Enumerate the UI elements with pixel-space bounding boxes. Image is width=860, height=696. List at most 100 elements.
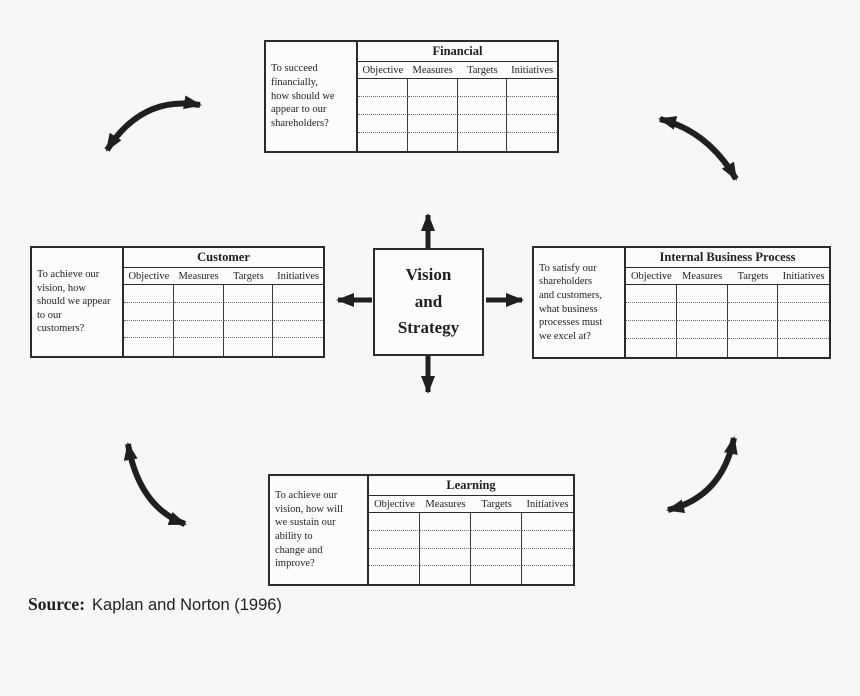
table-cell-empty	[173, 285, 224, 303]
internal-business-process-table-body	[626, 285, 829, 357]
table-cell-empty	[457, 115, 508, 133]
col-header-objective: Objective	[128, 270, 170, 282]
customer-table-header: Objective Measures Targets Initiatives	[124, 268, 323, 285]
arrow-learning-internal	[666, 436, 738, 514]
col-header-measures: Measures	[178, 270, 219, 282]
col-header-objective: Objective	[362, 64, 404, 76]
table-cell-empty	[174, 338, 224, 356]
table-cell-empty	[522, 566, 573, 584]
learning-table-body	[369, 513, 573, 584]
col-header-targets: Targets	[467, 64, 498, 76]
arrow-customer-learning	[123, 442, 187, 527]
table-cell-empty	[124, 285, 174, 303]
source-label: Source:	[28, 594, 86, 614]
col-header-objective: Objective	[374, 498, 415, 510]
internal-business-process-title: Internal Business Process	[626, 248, 829, 268]
table-cell-empty	[507, 115, 557, 133]
internal-business-process-table-header: Objective Measures Targets Initiatives	[626, 268, 829, 285]
table-cell-empty	[420, 530, 471, 549]
table-cell-empty	[223, 302, 274, 321]
table-cell-empty	[173, 320, 224, 339]
financial-question: To succeed financially, how should we ap…	[271, 63, 335, 129]
col-header-measures: Measures	[425, 498, 466, 510]
col-header-targets: Targets	[737, 270, 769, 282]
table-cell-empty	[626, 303, 677, 321]
table-cell-empty	[407, 79, 458, 97]
table-cell-empty	[677, 339, 728, 357]
table-cell-empty	[223, 320, 274, 339]
table-cell-empty	[420, 566, 471, 584]
table-cell-empty	[458, 133, 508, 151]
table-cell-empty	[626, 321, 677, 339]
arrow-customer-financial	[104, 95, 202, 152]
table-cell-empty	[408, 133, 458, 151]
table-cell-empty	[522, 513, 573, 531]
table-cell-empty	[420, 513, 471, 531]
internal-business-process-perspective-box: To satisfy our shareholders and customer…	[532, 246, 831, 359]
customer-question: To achieve our vision, how should we app…	[37, 268, 111, 335]
table-cell-empty	[224, 338, 274, 356]
table-cell-empty	[471, 548, 522, 567]
table-cell-empty	[173, 302, 224, 321]
table-cell-empty	[369, 548, 420, 567]
table-cell-empty	[457, 79, 508, 97]
col-header-initiatives: Initiatives	[277, 270, 320, 282]
financial-table-header: Objective Measures Targets Initiatives	[358, 62, 557, 79]
table-cell-empty	[727, 303, 779, 321]
table-cell-empty	[471, 566, 522, 584]
table-cell-empty	[358, 79, 408, 97]
learning-perspective-box: To achieve our vision, how will we susta…	[268, 474, 575, 586]
internal-business-process-table: Internal Business Process Objective Meas…	[624, 248, 829, 357]
table-cell-empty	[369, 530, 420, 549]
col-header-targets: Targets	[233, 270, 264, 282]
col-header-measures: Measures	[412, 64, 453, 76]
table-cell-empty	[124, 320, 174, 339]
table-cell-empty	[407, 97, 458, 115]
financial-title: Financial	[358, 42, 557, 62]
table-cell-empty	[522, 549, 573, 567]
customer-title: Customer	[124, 248, 323, 268]
table-cell-empty	[676, 303, 728, 321]
col-header-initiatives: Initiatives	[782, 270, 825, 282]
table-cell-empty	[273, 285, 323, 303]
learning-table-header: Objective Measures Targets Initiatives	[369, 496, 573, 513]
col-header-initiatives: Initiatives	[511, 64, 554, 76]
table-cell-empty	[727, 321, 779, 339]
table-cell-empty	[273, 321, 323, 339]
table-cell-empty	[124, 302, 174, 321]
table-cell-empty	[358, 97, 408, 115]
financial-perspective-box: To succeed financially, how should we ap…	[264, 40, 559, 153]
col-header-targets: Targets	[481, 498, 512, 510]
table-cell-empty	[223, 285, 274, 303]
table-cell-empty	[778, 303, 829, 321]
table-cell-empty	[727, 285, 779, 303]
table-cell-empty	[728, 339, 779, 357]
table-cell-empty	[471, 530, 522, 549]
table-cell-empty	[676, 321, 728, 339]
financial-table: Financial Objective Measures Targets Ini…	[356, 42, 557, 151]
financial-table-body	[358, 79, 557, 151]
table-cell-empty	[626, 339, 677, 357]
table-cell-empty	[420, 548, 471, 567]
table-cell-empty	[778, 285, 829, 303]
learning-question: To achieve our vision, how will we susta…	[275, 490, 343, 570]
table-cell-empty	[369, 513, 420, 531]
table-cell-empty	[358, 133, 408, 151]
table-cell-empty	[369, 566, 420, 584]
table-cell-empty	[676, 285, 728, 303]
table-cell-empty	[471, 513, 522, 531]
customer-table: Customer Objective Measures Targets Init…	[122, 248, 323, 356]
table-cell-empty	[522, 531, 573, 549]
source-caption: Source:Kaplan and Norton (1996)	[28, 594, 282, 615]
col-header-measures: Measures	[682, 270, 723, 282]
table-cell-empty	[778, 321, 829, 339]
learning-table: Learning Objective Measures Targets Init…	[367, 476, 573, 584]
table-cell-empty	[273, 303, 323, 321]
col-header-initiatives: Initiatives	[526, 498, 569, 510]
arrow-financial-internal	[658, 116, 739, 181]
table-cell-empty	[407, 115, 458, 133]
customer-perspective-box: To achieve our vision, how should we app…	[30, 246, 325, 358]
learning-title: Learning	[369, 476, 573, 496]
